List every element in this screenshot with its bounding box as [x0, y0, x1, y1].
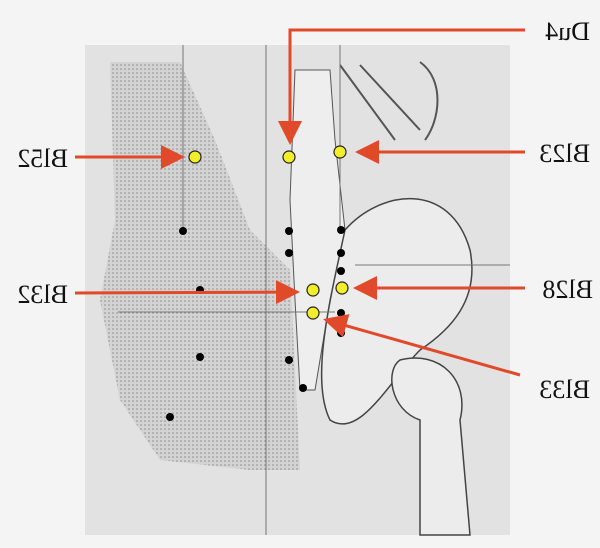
arrows	[74, 28, 525, 377]
guide-lines	[118, 45, 510, 535]
label-bl52: Bl52	[17, 144, 68, 173]
femur	[391, 357, 471, 536]
label-du4: Du4	[545, 17, 590, 46]
label-bl23: Bl23	[539, 139, 590, 168]
buttock-left	[100, 62, 300, 470]
yellow-points	[188, 145, 349, 320]
pelvis	[320, 197, 473, 425]
ribs	[339, 61, 439, 141]
label-bl32: Bl32	[17, 280, 68, 309]
spine	[289, 69, 346, 391]
label-bl33: Bl33	[539, 375, 590, 404]
label-bl28: Bl28	[542, 275, 593, 304]
